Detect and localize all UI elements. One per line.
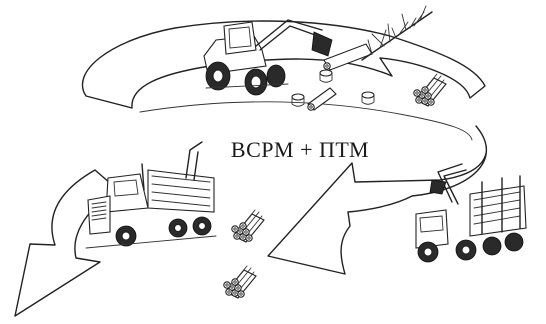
log-pile-middle xyxy=(232,210,264,242)
harvester-machine xyxy=(204,20,372,95)
inner-swoosh xyxy=(140,102,472,140)
left-down-arrow xyxy=(15,170,118,316)
tree-stumps xyxy=(292,70,374,106)
single-log xyxy=(308,88,336,110)
center-label: ВСРМ + ПТМ xyxy=(205,137,395,163)
felled-tree xyxy=(362,6,432,60)
log-pile-bottom xyxy=(224,266,256,298)
log-pile-top xyxy=(414,74,446,106)
timber-truck xyxy=(86,142,216,248)
forwarder-machine xyxy=(416,164,526,262)
